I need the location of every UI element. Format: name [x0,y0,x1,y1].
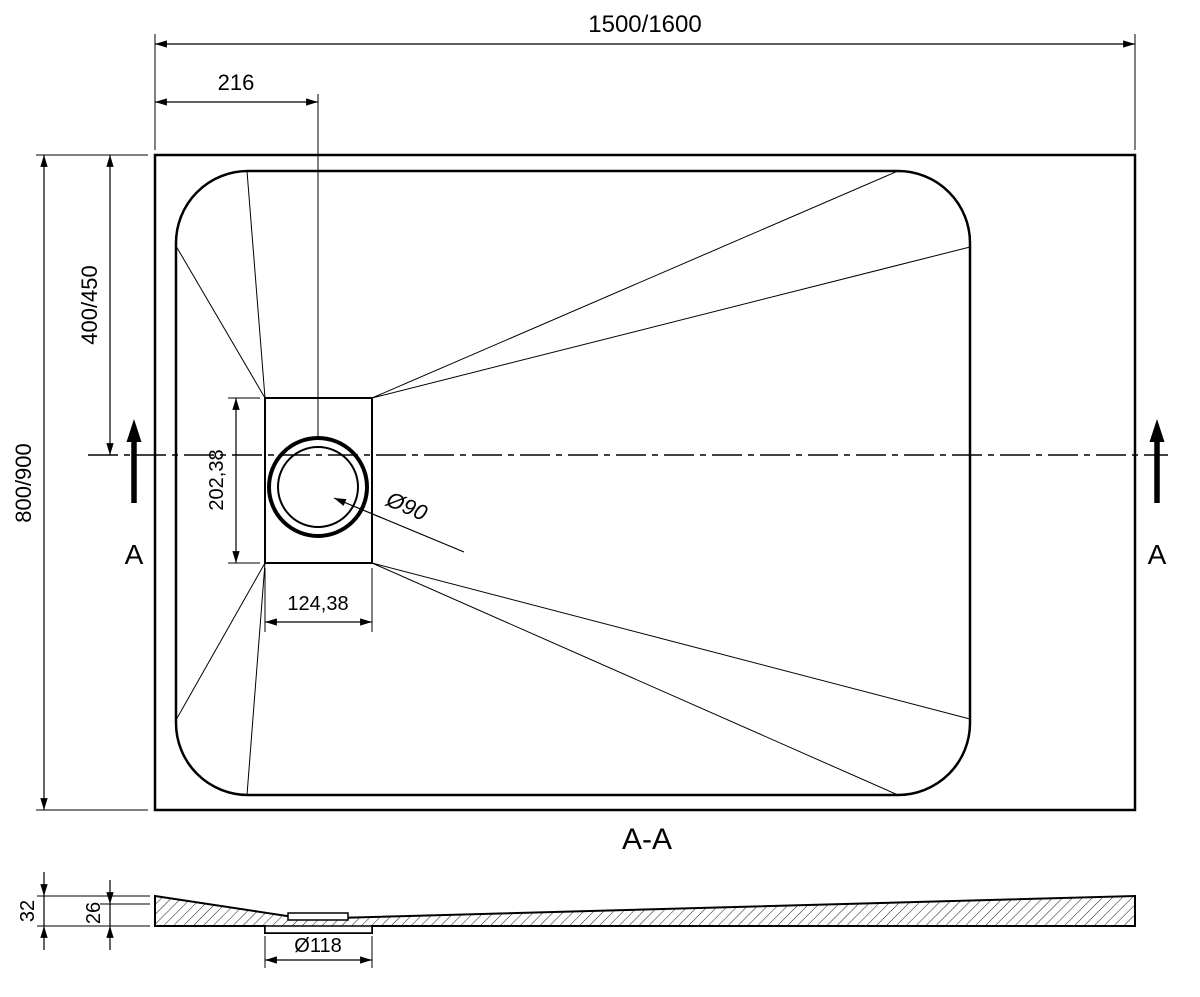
section-arrow-icon [1149,419,1165,442]
fan-line [371,170,899,399]
dim-drain-box-height: 202,38 [206,397,260,564]
top-view: 1500/1600 216 400/450 800/900 202,38 [11,11,1168,812]
fan-line [246,170,266,399]
tray-inner-rounded-edge [174,169,972,797]
dim-drain-box-width: 124,38 [264,568,373,632]
dim-drain-offset-label: 216 [218,70,255,95]
section-letter-left: A [125,539,144,570]
fan-line [175,562,266,721]
leader-line [333,497,465,553]
fan-line [371,246,971,399]
dim-drain-hole-diameter: Ø118 [264,935,373,968]
drain-plate [287,912,349,921]
tray-outer-outline [153,153,1137,812]
section-marker-right: A [1148,419,1167,570]
fan-line [371,562,899,796]
dim-half-height: 400/450 [36,154,148,455]
dim-total-thickness-label: 32 [17,900,39,922]
slope-fan-lines [175,170,971,796]
dim-base-thickness: 26 [83,880,150,950]
drain-diameter-label: Ø90 [382,486,432,526]
dim-overall-height-label: 800/900 [11,443,36,523]
dim-base-thickness-label: 26 [83,902,105,924]
fan-line [175,245,266,399]
dim-drain-box-width-label: 124,38 [287,593,348,615]
dim-width: 1500/1600 [154,11,1136,150]
dim-width-label: 1500/1600 [588,11,701,38]
fan-line [246,562,266,796]
drain-inner-ring [277,446,359,528]
dim-total-thickness: 32 [17,872,150,950]
dim-drain-box-height-label: 202,38 [206,449,228,510]
section-letter-right: A [1148,539,1167,570]
dim-overall-height: 800/900 [11,155,148,811]
dim-half-height-label: 400/450 [77,265,102,345]
section-arrow-icon [126,419,142,442]
section-marker-left: A [125,419,144,570]
section-title: A-A [622,823,672,856]
dim-drain-offset: 216 [155,70,319,438]
dim-drain-hole-label: Ø118 [294,935,341,957]
fan-line [371,562,971,720]
section-view: A-A 32 26 Ø118 [17,823,1136,968]
drain-recess [264,925,373,934]
